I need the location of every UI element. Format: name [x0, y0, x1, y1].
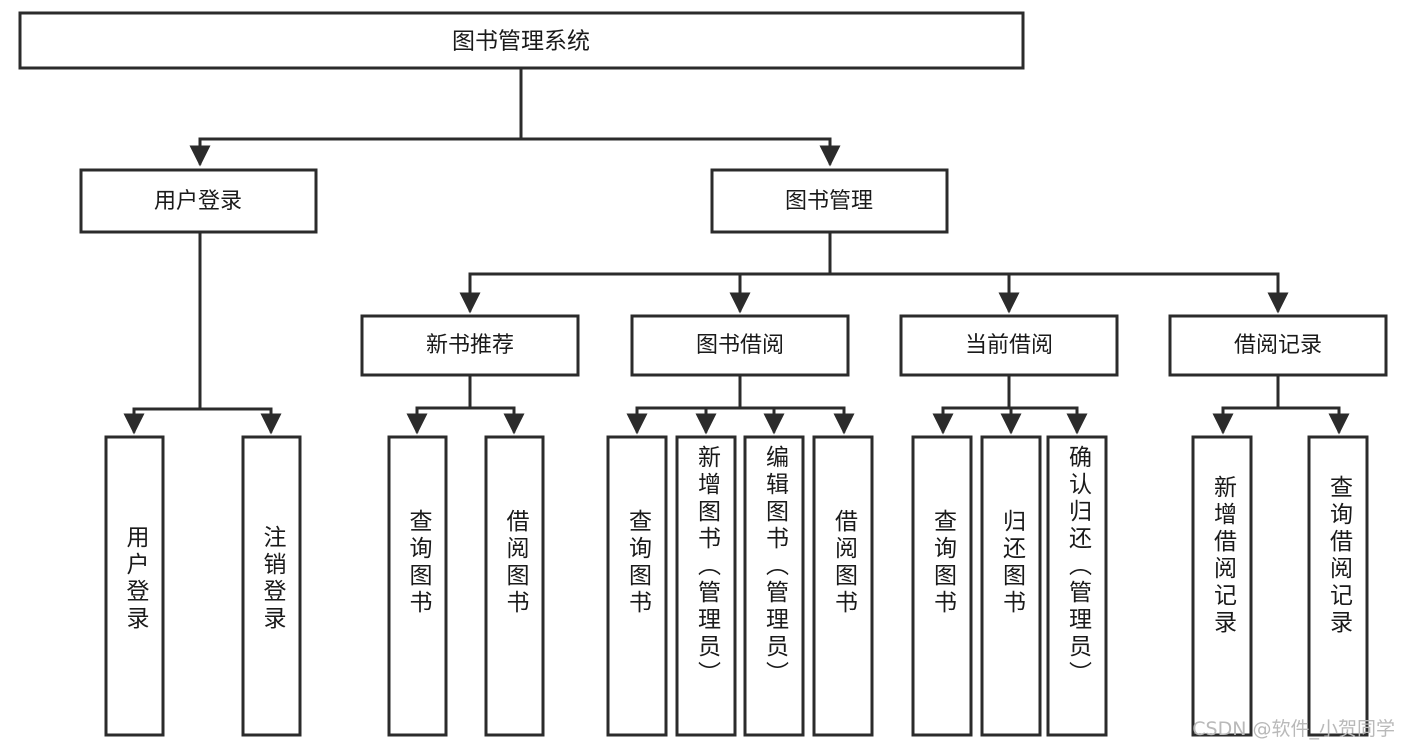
- node-book-manage[interactable]: 图书管理: [710, 168, 949, 234]
- leaf-logout-login-box[interactable]: [241, 435, 302, 737]
- connector-book-manage-to-bus: [468, 230, 1280, 276]
- leaf-confirm-return-box[interactable]: [1046, 435, 1108, 737]
- node-current-borrow-box[interactable]: [899, 314, 1119, 377]
- node-book-manage-box[interactable]: [710, 168, 949, 234]
- node-book-borrow[interactable]: 图书借阅: [630, 314, 850, 377]
- leaf-query-record-box[interactable]: [1307, 435, 1369, 737]
- node-new-book-recommend-box[interactable]: [360, 314, 580, 377]
- node-new-book-recommend[interactable]: 新书推荐: [360, 314, 580, 377]
- leaf-borrow-book-1-box[interactable]: [484, 435, 545, 737]
- node-user-login-box[interactable]: [79, 168, 318, 234]
- connector-layer: [123, 66, 1350, 435]
- node-user-login-label: 用户登录: [154, 189, 242, 214]
- connector-user-login-to-bus: [132, 230, 273, 411]
- node-borrow-record-label: 借阅记录: [1234, 333, 1322, 358]
- leaf-add-book-box[interactable]: [675, 435, 737, 737]
- leaf-return-book-box[interactable]: [980, 435, 1042, 737]
- leaf-query-book-1-box[interactable]: [387, 435, 448, 737]
- node-new-book-recommend-label: 新书推荐: [426, 333, 514, 358]
- node-user-login[interactable]: 用户登录: [79, 168, 318, 234]
- node-book-manage-label: 图书管理: [785, 189, 873, 214]
- connector-current-borrow-to-bus: [941, 373, 1079, 410]
- node-book-borrow-box[interactable]: [630, 314, 850, 377]
- leaf-add-record-box[interactable]: [1191, 435, 1253, 737]
- node-current-borrow-label: 当前借阅: [965, 333, 1053, 358]
- node-root-label: 图书管理系统: [452, 29, 590, 55]
- leaf-borrow-book-2-box[interactable]: [812, 435, 874, 737]
- node-root-box[interactable]: [18, 11, 1025, 70]
- leaf-box-layer: [104, 435, 1369, 737]
- leaf-edit-book-box[interactable]: [743, 435, 805, 737]
- node-book-borrow-label: 图书借阅: [696, 333, 784, 358]
- leaf-query-book-2-box[interactable]: [606, 435, 668, 737]
- leaf-query-book-3-box[interactable]: [911, 435, 973, 737]
- connector-root-to-bus: [198, 66, 832, 141]
- connector-borrow-record-to-bus: [1221, 373, 1341, 410]
- csdn-watermark: CSDN @软件_小贺同学: [1192, 718, 1395, 740]
- connector-new-book-recommend-to-bus: [415, 373, 516, 410]
- leaf-user-login-box[interactable]: [104, 435, 165, 737]
- node-borrow-record-box[interactable]: [1168, 314, 1388, 377]
- node-current-borrow[interactable]: 当前借阅: [899, 314, 1119, 377]
- node-borrow-record[interactable]: 借阅记录: [1168, 314, 1388, 377]
- node-root[interactable]: 图书管理系统: [18, 11, 1025, 70]
- connector-book-borrow-to-bus: [635, 373, 846, 410]
